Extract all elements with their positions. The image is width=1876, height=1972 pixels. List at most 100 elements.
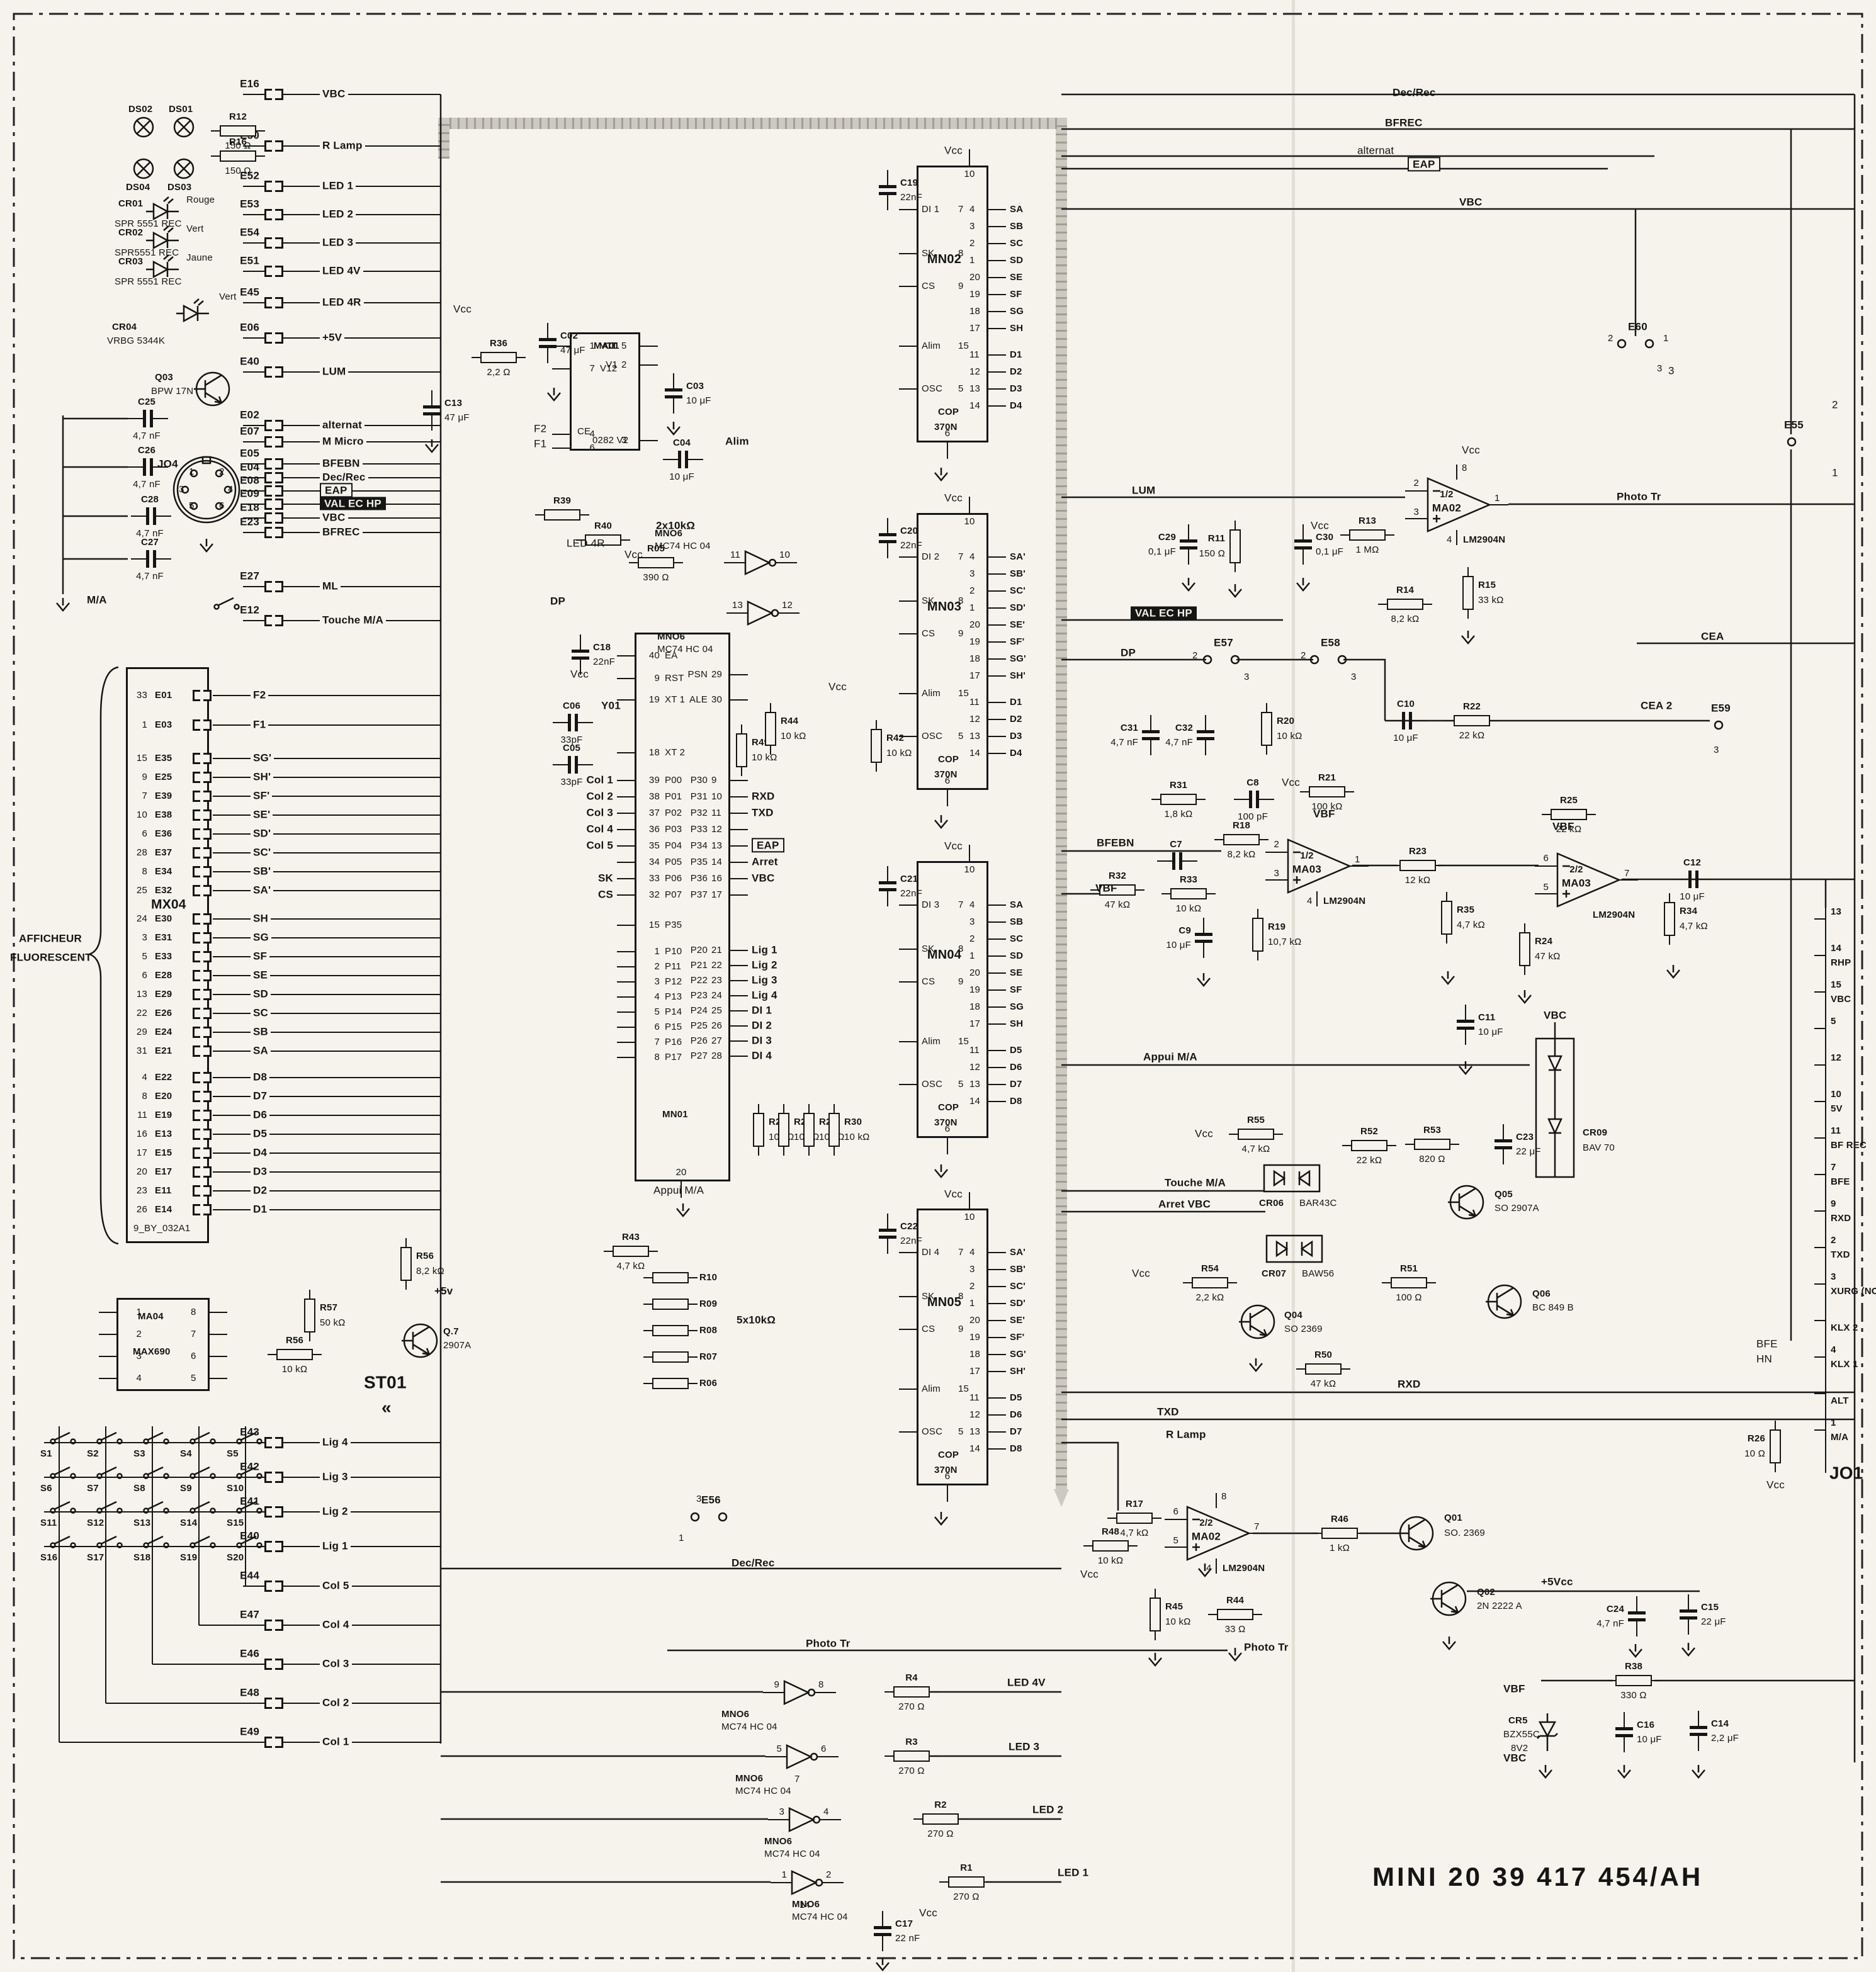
wire [822,1882,844,1883]
pin-number: 5 [776,1743,782,1754]
pin-number: 4 [228,483,234,495]
pin-label: P03 [665,823,682,835]
pin-number: 9 [958,976,964,987]
net-label: RHP [1831,957,1851,968]
wire [730,780,748,781]
pin-number: 24 [711,989,723,1001]
wire [617,655,635,656]
net-label: Vcc [944,492,963,504]
resistor-id: R32 [1108,870,1127,881]
terminal-label: E43 [240,1426,259,1438]
pin-number: 18 [969,305,981,317]
wire [1342,1368,1350,1370]
net-label: SF [1010,288,1022,300]
wire [887,543,888,558]
pin-label: DI 4 [922,1246,940,1258]
key-label: S15 [227,1517,244,1528]
pin-label: P13 [665,991,682,1002]
pin-number: 9 [958,280,964,291]
capacitor-id: C20 [900,525,918,536]
resistor-R24 [1519,932,1530,966]
semi-CR04 [176,297,209,325]
pin-label: P15 [665,1021,682,1032]
resistor-R15 [1462,576,1474,610]
pin-number: 3 [1714,744,1719,755]
pin-number: 15 [958,1035,969,1047]
cap-plate [665,395,682,398]
terminal-pad [193,988,212,1001]
wire [405,1281,407,1290]
pin-label: P12 [665,976,682,987]
resistor-id: R55 [1246,1114,1265,1125]
pin-number: 2 [1413,477,1419,488]
pin-number: 3 [779,1806,784,1817]
wire [887,891,888,906]
net-label: VBC [1544,1009,1567,1022]
wire [1465,1005,1466,1020]
pin-number: 3 [969,1263,975,1275]
terminal-label: E28 [155,969,172,981]
wire [1814,1283,1826,1285]
cap-plate [575,756,578,774]
capacitor-id: C23 [1516,1131,1534,1142]
wire [1150,740,1151,755]
pin-number: 3 [696,1493,702,1504]
component-note: Vert [186,223,204,234]
wire [1814,1356,1826,1358]
component-id: CR01 [118,198,144,209]
connector-label: E60 [1628,320,1647,333]
net-label: Vcc [919,1907,937,1919]
wire [617,1011,635,1013]
wire [724,562,745,563]
resistor-R4 [893,1686,930,1698]
wire [1775,1421,1776,1429]
capacitor-id: C25 [137,396,156,407]
capacitor-value: 10 μF [1478,1026,1503,1037]
net-label: Lig 3 [752,974,777,986]
resistor-id: R18 [1232,820,1251,831]
wire [899,209,917,210]
capacitor-id: C22 [900,1220,918,1232]
wire [1161,893,1170,894]
net-label: Vcc [453,303,472,315]
wire [988,1397,1006,1399]
semi-CR02 [146,224,179,252]
wire [1203,943,1204,958]
cap-plate [1197,730,1214,733]
key-label: S8 [133,1482,145,1494]
net-label: VBC [320,88,348,99]
wire [1214,839,1223,840]
ic-part: LM2904N [1593,909,1636,920]
pin-number: 15 [958,1383,969,1394]
wire [930,1755,939,1757]
pin-number: 8 [142,1090,147,1102]
net-label: Vcc [1080,1568,1099,1580]
capacitor-value: 22 μF [1701,1616,1726,1627]
semi-CR01 [146,195,179,223]
wire [988,1414,1006,1416]
ground-symbol [932,468,950,483]
net-label: BFREC [1385,116,1423,129]
resistor-value: 10,7 kΩ [1268,936,1302,947]
wire [988,1050,1006,1051]
net-label: VBF [1095,882,1117,894]
resistor-id: R30 [844,1116,862,1127]
wire [988,260,1006,261]
ic-name: MN05 [927,1295,962,1309]
semi-Q.7 [402,1318,442,1363]
net-label: M/A [1831,1431,1849,1443]
switch-symbol [213,595,240,611]
net-label: Dec/Rec [320,471,368,483]
wire [758,1147,759,1156]
resistor-value: 390 Ω [643,572,669,583]
wire [1607,1680,1615,1681]
resistor-value: 100 Ω [1396,1292,1422,1303]
wire [988,556,1006,558]
resistor-id: R36 [489,337,508,349]
wire [578,722,593,723]
key-switch-S9 [189,1464,217,1480]
semi-Q06 [1486,1279,1526,1324]
terminal-label: E02 [240,408,259,421]
net-label: Col 2 [320,1697,352,1708]
wire [985,1881,993,1883]
